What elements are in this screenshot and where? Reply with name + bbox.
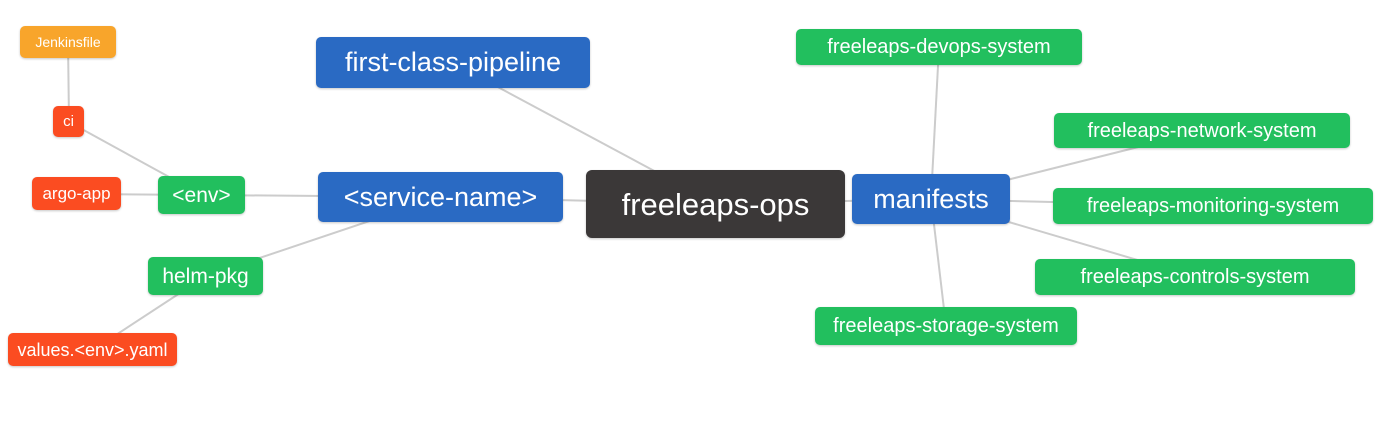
node-first-class-pipeline[interactable]: first-class-pipeline (316, 37, 590, 88)
node-freeleaps-devops-system[interactable]: freeleaps-devops-system (796, 29, 1082, 65)
node-manifests[interactable]: manifests (852, 174, 1010, 224)
node-env[interactable]: <env> (158, 176, 245, 214)
edge-manifests-devops-system (930, 46, 940, 200)
node-freeleaps-monitoring-system[interactable]: freeleaps-monitoring-system (1053, 188, 1373, 224)
node-ci[interactable]: ci (53, 106, 84, 137)
node-freeleaps-storage-system[interactable]: freeleaps-storage-system (815, 307, 1077, 345)
node-freeleaps-controls-system[interactable]: freeleaps-controls-system (1035, 259, 1355, 295)
node-freeleaps-network-system[interactable]: freeleaps-network-system (1054, 113, 1350, 148)
node-values-env-yaml[interactable]: values.<env>.yaml (8, 333, 177, 366)
node-freeleaps-ops-root[interactable]: freeleaps-ops (586, 170, 845, 238)
node-argo-app[interactable]: argo-app (32, 177, 121, 210)
node-helm-pkg[interactable]: helm-pkg (148, 257, 263, 295)
node-jenkinsfile[interactable]: Jenkinsfile (20, 26, 116, 58)
node-service-name[interactable]: <service-name> (318, 172, 563, 222)
